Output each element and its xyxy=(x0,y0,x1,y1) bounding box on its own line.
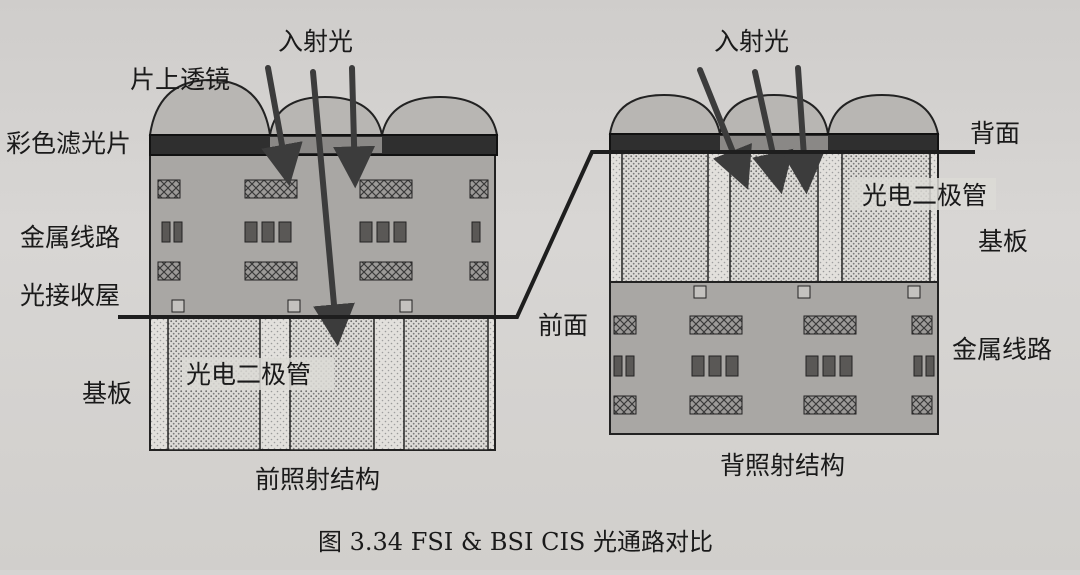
figure-caption: 图 3.34 FSI & BSI CIS 光通路对比 xyxy=(318,528,713,556)
fsi-lens xyxy=(148,78,272,136)
fsi-on-chip-lens-label: 片上透镜 xyxy=(130,65,230,94)
bsi-lens xyxy=(608,93,722,135)
fsi-photodiode xyxy=(403,316,489,451)
bsi-front-side-label: 前面 xyxy=(538,311,588,340)
reference-plane-line xyxy=(118,150,975,319)
bsi-title: 背照射结构 xyxy=(720,451,845,480)
fsi-photodiode-label: 光电二极管 xyxy=(186,360,311,389)
fsi-structure xyxy=(148,78,499,451)
fsi-substrate-label: 基板 xyxy=(82,379,132,408)
bsi-photodiode xyxy=(621,151,709,283)
bsi-back-side-label: 背面 xyxy=(970,119,1020,148)
fsi-color-filter-label: 彩色滤光片 xyxy=(6,129,131,158)
bsi-lens xyxy=(826,93,940,135)
bsi-incident-light-arrows xyxy=(697,65,825,195)
bsi-metal-wiring xyxy=(613,285,935,415)
fsi-light-receiving-label: 光接收屋 xyxy=(20,281,120,310)
bsi-substrate-label: 基板 xyxy=(978,227,1028,256)
bsi-photodiode-label: 光电二极管 xyxy=(862,181,987,210)
fsi-lens xyxy=(380,95,499,136)
fsi-lens xyxy=(268,95,384,136)
fsi-title: 前照射结构 xyxy=(255,465,380,494)
fsi-incident-light-label: 入射光 xyxy=(278,27,353,56)
bsi-lens xyxy=(718,93,830,135)
bsi-photodiode xyxy=(841,151,931,283)
bsi-metal-layer xyxy=(609,281,939,435)
fsi-incident-light-arrows xyxy=(261,65,376,347)
fsi-metal-wiring-label: 金属线路 xyxy=(20,223,120,252)
bsi-metal-wiring-label: 金属线路 xyxy=(952,335,1052,364)
bsi-incident-light-label: 入射光 xyxy=(714,27,789,56)
